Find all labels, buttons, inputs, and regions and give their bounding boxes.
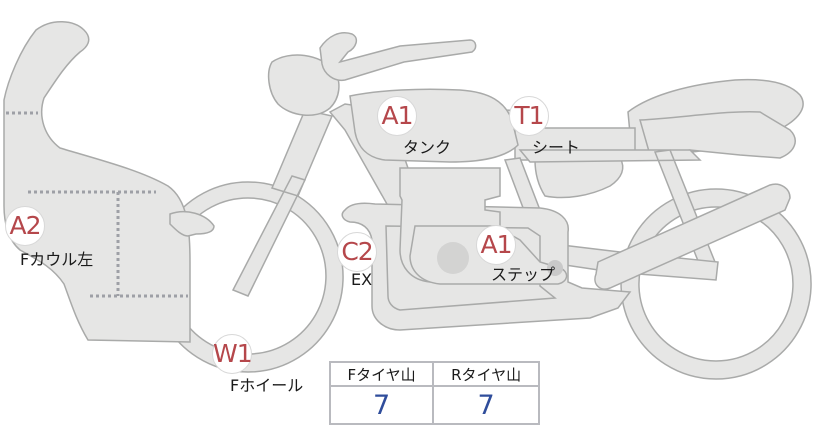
marker-tank-label: タンク [403, 138, 452, 157]
front-cowl-left[interactable] [3, 21, 191, 343]
marker-tank[interactable]: A1 [377, 96, 417, 136]
marker-seat[interactable]: T1 [509, 96, 549, 136]
tail-cowl[interactable] [639, 110, 796, 159]
marker-front-cowl-left[interactable]: A2 [5, 206, 45, 246]
marker-front-wheel-label: Fホイール [230, 376, 304, 395]
front-tire-tread-header: Fタイヤ山 [328, 361, 435, 387]
marker-exhaust-label: EX [351, 270, 373, 289]
marker-front-cowl-left-label: Fカウル左 [20, 250, 94, 269]
marker-step[interactable]: A1 [476, 225, 516, 265]
rear-tire-tread-header: Rタイヤ山 [432, 361, 540, 387]
rear-shock[interactable] [594, 183, 791, 290]
side-cover[interactable] [534, 157, 624, 199]
marker-seat-label: シート [532, 138, 581, 157]
step-knob [547, 260, 563, 276]
front-fender[interactable] [169, 210, 215, 237]
tire-tread-table: Fタイヤ山 Rタイヤ山 7 7 [328, 361, 540, 425]
front-fork[interactable] [231, 109, 334, 297]
handlebar[interactable] [319, 32, 477, 82]
marker-front-wheel[interactable]: W1 [212, 334, 253, 374]
headlight[interactable] [267, 54, 340, 116]
rear-tire-tread-value[interactable]: 7 [432, 385, 540, 425]
marker-step-label: ステップ [491, 265, 556, 284]
marker-exhaust[interactable]: C2 [337, 232, 377, 272]
front-tire-tread-value[interactable]: 7 [328, 385, 435, 425]
